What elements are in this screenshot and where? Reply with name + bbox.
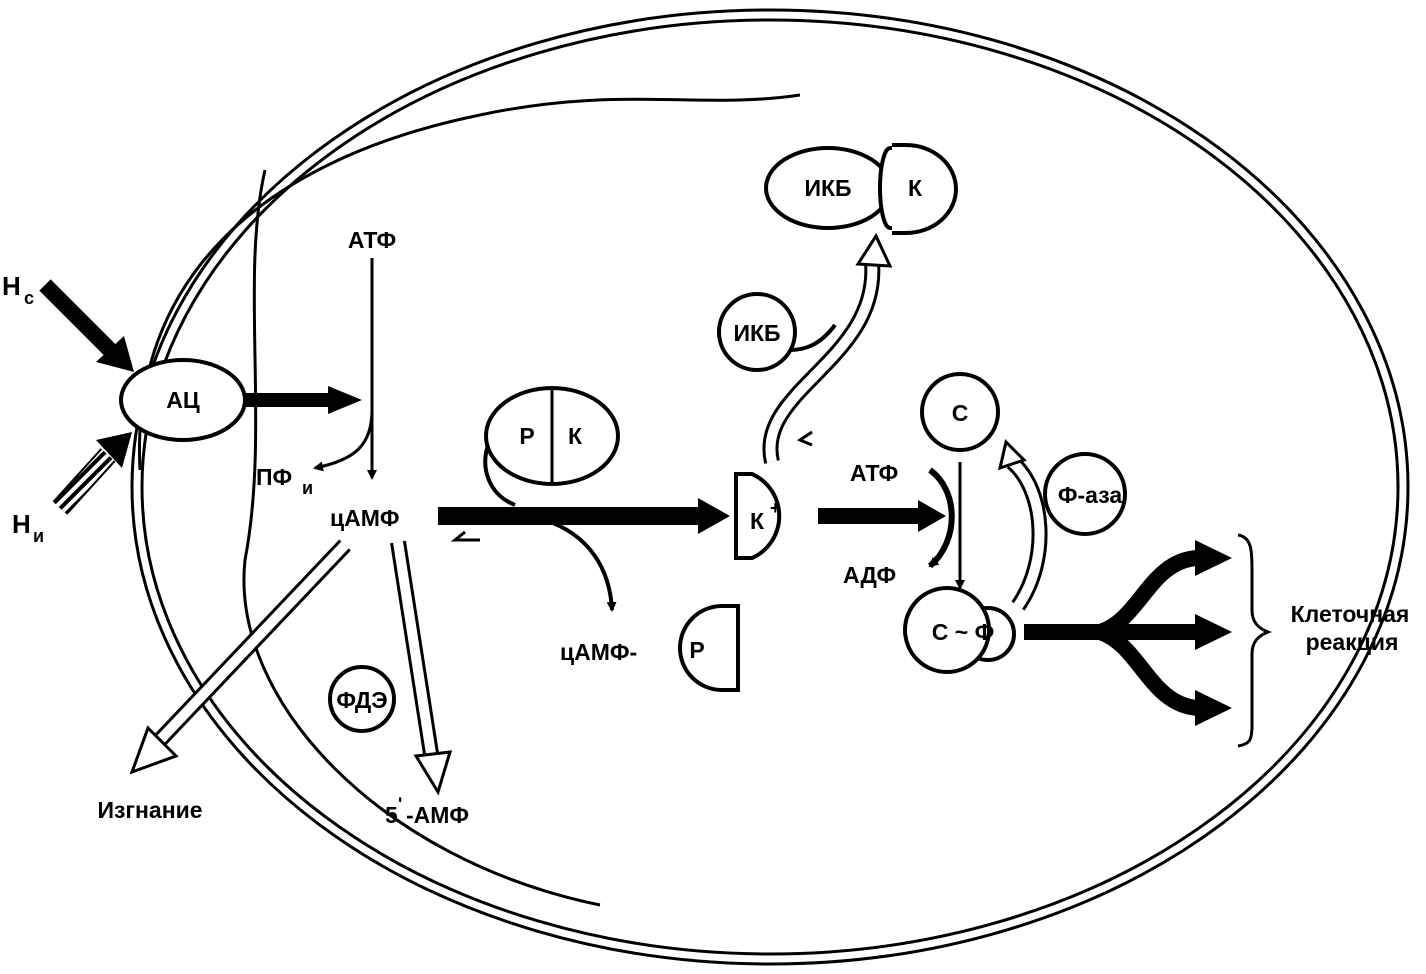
cell-response-label-line1: Клеточная	[1291, 601, 1410, 627]
atp-right-label: АТФ	[850, 460, 898, 486]
feedback-hook-left	[450, 530, 480, 542]
svg-text:Р: Р	[689, 637, 704, 663]
active-kinase: К +	[734, 472, 782, 560]
phosphatase-enzyme: Ф-аза	[1043, 452, 1127, 536]
adp-label: АДФ	[843, 562, 896, 588]
svg-text:ИКБ: ИКБ	[733, 320, 780, 346]
camp-r-release-arrow	[544, 518, 617, 612]
camp-r-subunit: Р	[677, 604, 740, 692]
adenylate-cyclase: АЦ	[119, 358, 247, 442]
catalytic-subunit-label: К	[568, 423, 583, 449]
hormone-stim-subscript: с	[24, 288, 34, 308]
cell-response-label-line2: реакция	[1306, 629, 1399, 655]
ac-activation-arrow	[246, 386, 362, 414]
pde-degradation-arrow	[390, 540, 453, 796]
hormone-inhibiting-arrow	[52, 432, 132, 515]
dephosphorylation-arrow	[997, 439, 1048, 611]
ppi-release-arrow	[313, 409, 374, 472]
inhibitor-hook	[796, 430, 813, 447]
inhibitor-curve	[789, 323, 837, 352]
ppi-label: ПФ	[256, 464, 292, 490]
inhibitor-kinase-complex: ИКБ К	[764, 143, 958, 235]
camp-to-kinase-arrow	[438, 498, 730, 534]
kinase-to-substrate-arrow	[818, 500, 946, 532]
svg-text:5: 5	[385, 802, 398, 828]
active-kinase-sup: +	[770, 498, 781, 518]
svg-text:К: К	[908, 175, 923, 201]
atp-top-label: АТФ	[348, 227, 396, 253]
active-kinase-label: К	[750, 508, 765, 534]
inhibitor-binding-arrow	[762, 232, 893, 464]
phosphorylated-substrate: С ~ Ф	[903, 586, 1016, 674]
hormone-stim-label: Н	[2, 271, 21, 301]
expulsion-label: Изгнание	[97, 797, 202, 823]
hormone-stimulating-arrow	[39, 279, 134, 372]
expulsion-arrow	[129, 539, 351, 775]
regulatory-subunit-label: Р	[519, 423, 534, 449]
cell-membrane	[130, 8, 1410, 966]
svg-text:ИКБ: ИКБ	[804, 175, 851, 201]
substrate-protein: С	[920, 372, 1000, 452]
holoenzyme-binding-curve	[483, 444, 516, 507]
five-amp-label: 5 ʹ -АМФ	[385, 794, 469, 828]
cell-response-arrows	[1024, 540, 1232, 726]
outer-membrane-inner-line	[140, 18, 1400, 956]
pde-label: ФДЭ	[336, 687, 387, 713]
svg-text:С ~ Ф: С ~ Ф	[932, 619, 994, 645]
pde-enzyme: ФДЭ	[328, 665, 396, 733]
hormone-inhib-subscript: и	[33, 526, 44, 546]
svg-text:-АМФ: -АМФ	[406, 802, 469, 828]
kinase-inhibitor-free: ИКБ	[717, 292, 797, 372]
protein-kinase-holoenzyme: Р К	[484, 386, 620, 486]
inner-membrane-lower	[242, 169, 601, 907]
response-brace	[1237, 533, 1273, 748]
svg-text:Ф-аза: Ф-аза	[1058, 482, 1122, 508]
svg-text:ʹ: ʹ	[398, 794, 402, 814]
camp-r-label: цАМФ-	[560, 639, 637, 665]
atp-to-adp-curve	[927, 467, 955, 569]
hormone-inhib-label: Н	[12, 509, 31, 539]
svg-text:С: С	[952, 400, 969, 426]
outer-membrane	[130, 8, 1410, 966]
ppi-subscript: и	[302, 478, 313, 498]
ac-label: АЦ	[166, 387, 200, 413]
camp-label: цАМФ	[330, 505, 400, 531]
inner-membrane	[137, 93, 801, 471]
